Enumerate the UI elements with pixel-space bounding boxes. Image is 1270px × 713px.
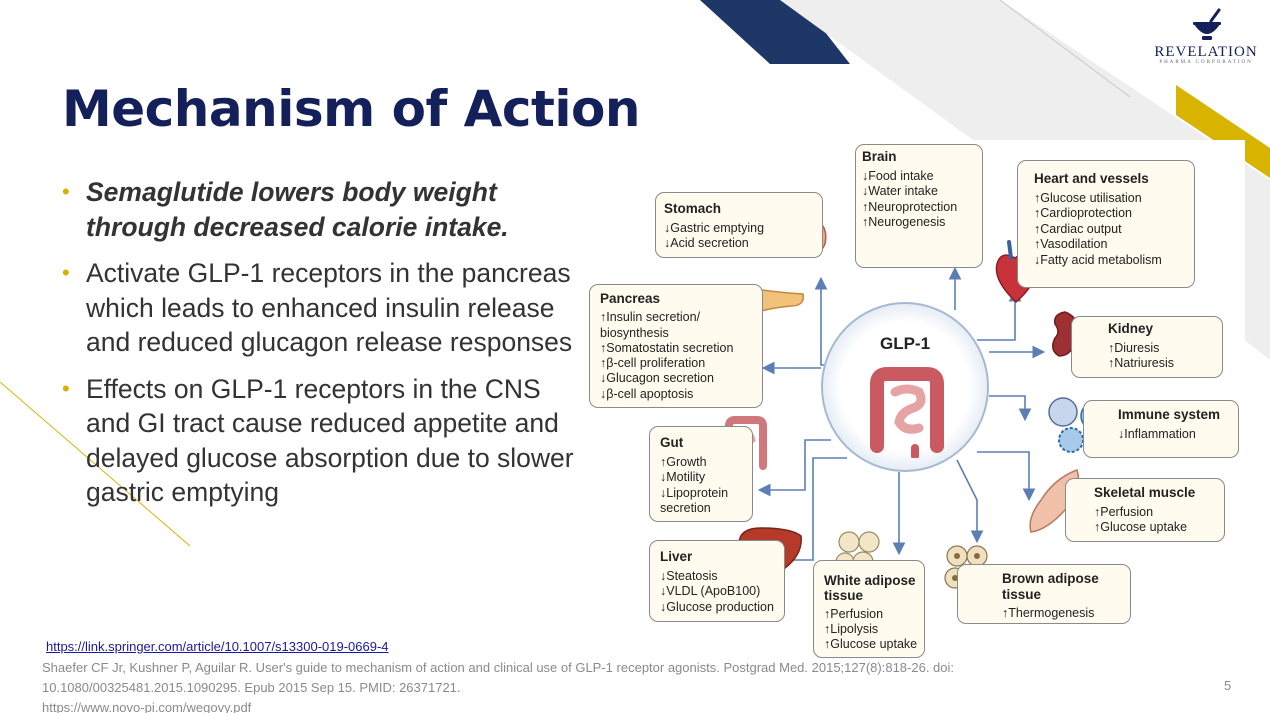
box-line: ↑Lipolysis [824,622,879,636]
box-line: ↑Glucose uptake [824,637,918,651]
box-line: ↓Fatty acid metabolism [1034,252,1162,267]
skeletal-muscle-box: Skeletal muscle ↑Perfusion ↑Glucose upta… [1065,478,1225,542]
box-line: ↓Food intake [862,168,934,183]
box-title: Heart and vessels [1034,171,1149,186]
mortar-pestle-icon [1193,8,1221,40]
slide-title: Mechanism of Action [62,80,640,138]
bullet-list: • Semaglutide lowers body weight through … [62,175,582,522]
glp1-diagram: GLP-1 [585,140,1245,658]
box-title: Stomach [664,201,722,216]
gut-box: Gut ↑Growth ↓Motility ↓Lipoprotein secre… [649,426,753,522]
white-adipose-box: White adipose tissue ↑Perfusion ↑Lipolys… [813,560,925,658]
bullet-item: • Semaglutide lowers body weight through … [62,175,582,244]
box-title: White adipose tissue [824,573,916,603]
box-line: ↓Motility [660,470,706,484]
box-line: ↑Somatostatin secretion [600,340,734,355]
logo-name: REVELATION [1154,44,1258,60]
box-line: ↑Cardiac output [1034,221,1122,236]
reference-line: https://www.novo-pi.com/wegovy.pdf [42,700,252,713]
box-line: biosynthesis [600,325,669,340]
box-title: Immune system [1118,407,1221,422]
pancreas-box: Pancreas ↑Insulin secretion/ biosynthesi… [589,284,763,408]
reference-line: Shaefer CF Jr, Kushner P, Aguilar R. Use… [42,660,955,675]
diagonal-line-gold [0,381,191,547]
box-line: ↓Steatosis [660,568,718,583]
box-line: ↑Cardioprotection [1034,206,1132,220]
bullet-text: Semaglutide lowers body weight through d… [86,177,509,242]
box-line: ↓Water intake [862,184,938,198]
box-line: ↑Perfusion [824,607,884,621]
box-line: ↑Glucose uptake [1094,520,1188,534]
company-logo: REVELATION PHARMA CORPORATION [1150,8,1262,68]
page-number: 5 [1224,678,1232,693]
box-title: Brain [862,149,897,164]
box-title: Kidney [1108,321,1154,336]
bullet-dot-icon: • [62,375,70,401]
box-title: Skeletal muscle [1094,485,1196,500]
bullet-dot-icon: • [62,260,70,285]
box-title: Pancreas [600,291,661,306]
box-line: ↑Insulin secretion/ [600,310,701,325]
box-line: ↓Inflammation [1118,426,1196,441]
box-line: ↓Lipoprotein [660,485,729,500]
immune-box: Immune system ↓Inflammation [1083,400,1239,458]
bullet-item: • Effects on GLP-1 receptors in the CNS a… [62,372,582,510]
brown-adipose-box: Brown adipose tissue ↑Thermogenesis [957,564,1131,624]
box-line: ↓Acid secretion [664,236,749,250]
box-line: ↑Growth [660,454,707,469]
box-line: ↓VLDL (ApoB100) [660,584,761,598]
box-line: ↓Gastric emptying [664,220,765,235]
box-line: ↓Glucagon secretion [600,371,714,386]
box-line: ↑Neurogenesis [862,215,946,229]
bullet-text: Effects on GLP-1 receptors in the CNS an… [86,373,574,508]
box-line: ↓Glucose production [660,599,774,614]
glp1-center-circle: GLP-1 [821,302,989,472]
glp1-label: GLP-1 [879,334,931,353]
box-line: ↑Glucose utilisation [1034,190,1142,205]
box-line: ↑Diuresis [1108,340,1160,355]
bullet-item: • Activate GLP-1 receptors in the pancrea… [62,256,582,360]
reference-line: 10.1080/00325481.2015.1090295. Epub 2015… [42,680,461,695]
box-line: secretion [660,501,711,515]
box-line: ↑Natriuresis [1108,356,1174,370]
intestine-icon [870,367,944,458]
corner-line-gray [999,0,1131,98]
stomach-box: Stomach ↓Gastric emptying ↓Acid secretio… [655,192,823,258]
box-title: Brown adipose tissue [1002,571,1099,602]
box-title: Gut [660,435,684,450]
box-line: ↑Vasodilation [1034,237,1108,251]
bullet-text: Activate GLP-1 receptors in the pancreas… [86,258,573,357]
logo-subtitle: PHARMA CORPORATION [1159,60,1253,65]
heart-box: Heart and vessels ↑Glucose utilisation ↑… [1017,160,1195,288]
box-line: ↑Thermogenesis [1002,606,1095,620]
reference-link[interactable]: https://link.springer.com/article/10.100… [46,639,389,654]
bullet-dot-icon: • [62,179,70,204]
references: Shaefer CF Jr, Kushner P, Aguilar R. Use… [42,658,1072,713]
box-line: ↑β-cell proliferation [600,356,706,371]
brain-box: Brain ↓Food intake ↓Water intake ↑Neurop… [855,144,983,268]
box-line: ↑Perfusion [1094,504,1154,519]
liver-box: Liver ↓Steatosis ↓VLDL (ApoB100) ↓Glucos… [649,540,785,622]
corner-band-gold [1176,85,1270,178]
box-line: ↑Neuroprotection [862,199,958,214]
box-line: ↓β-cell apoptosis [600,386,694,401]
kidney-box: Kidney ↑Diuresis ↑Natriuresis [1071,316,1223,378]
box-title: Liver [660,549,693,564]
